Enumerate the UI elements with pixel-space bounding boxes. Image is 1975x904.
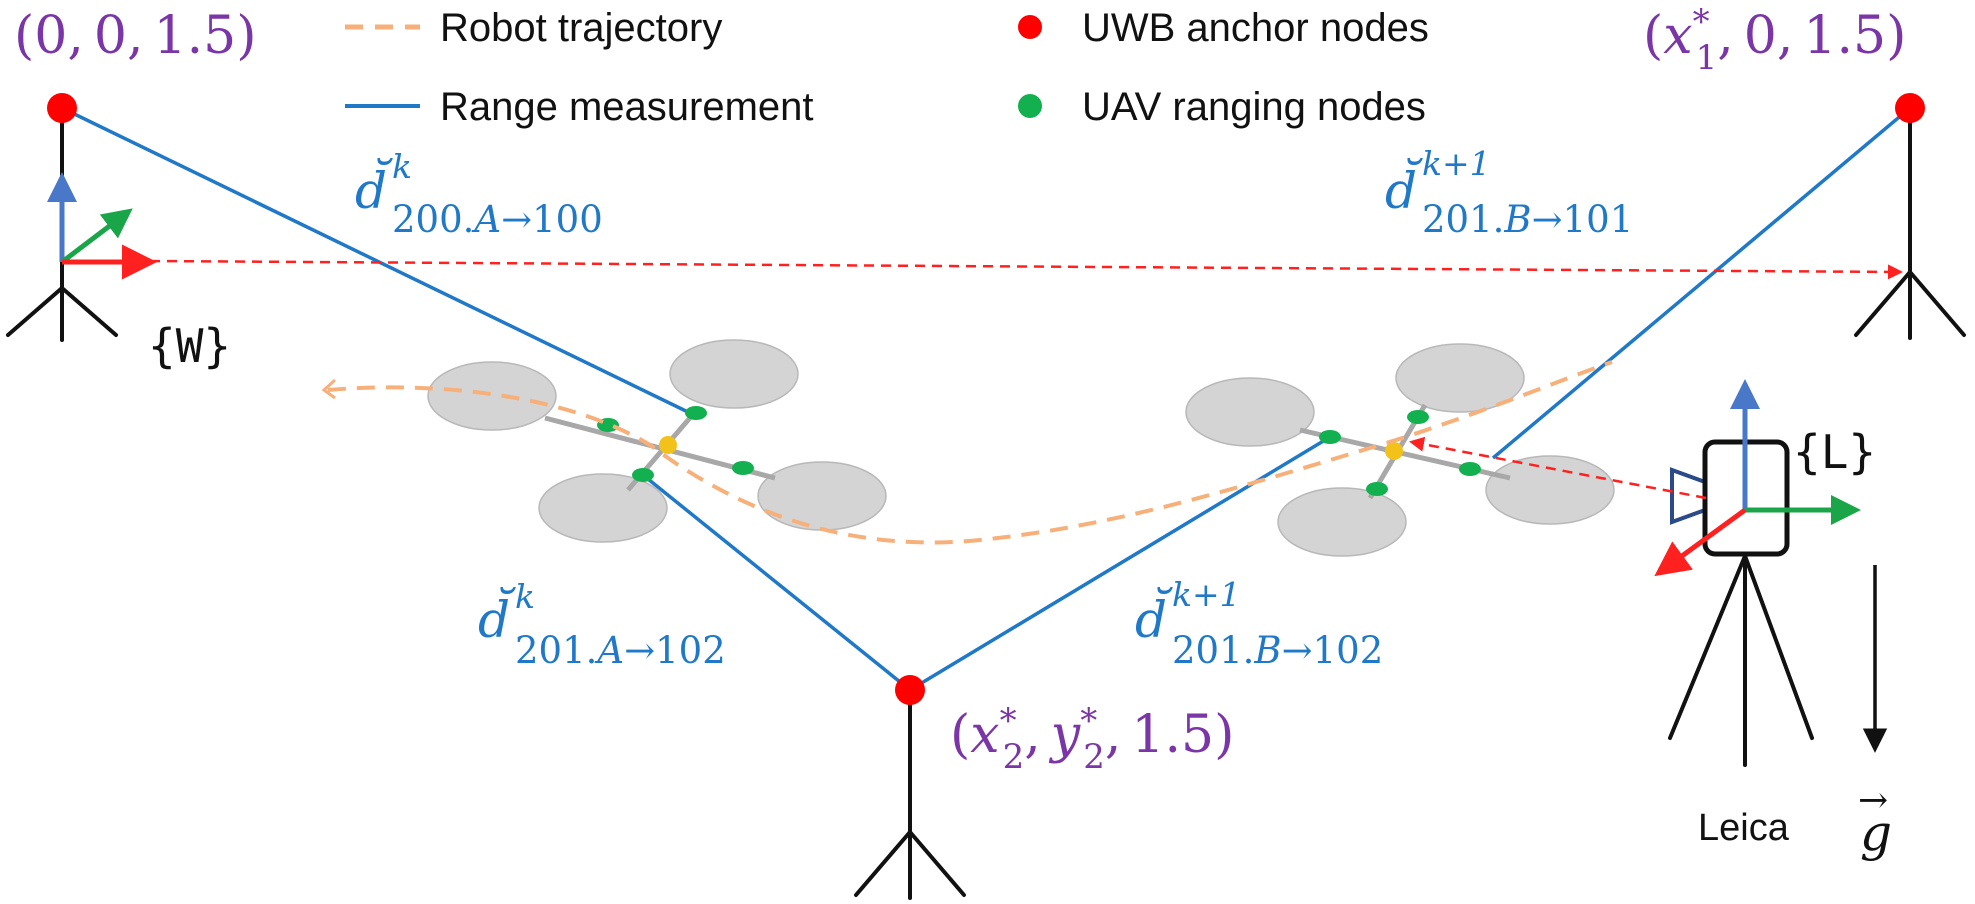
distance-label-d4: d̆ k+1 201.B→102	[1135, 575, 1383, 672]
uav-a-rotor-2	[669, 339, 799, 409]
uav-b-ranging-node-2	[1407, 410, 1429, 424]
anchor-node-2	[895, 675, 925, 705]
uav-a-rotor-1	[427, 361, 557, 431]
svg-text:d̆: d̆	[1385, 157, 1423, 220]
anchor-node-0	[47, 93, 77, 123]
robot-trajectory	[327, 360, 1613, 545]
leica-axis-x	[1654, 507, 1747, 577]
legend: Robot trajectory Range measurement UWB a…	[345, 6, 1429, 129]
uav-b-rotor-4	[1485, 455, 1615, 525]
svg-text:201.A→102: 201.A→102	[515, 629, 726, 672]
leica-label: Leica	[1698, 807, 1790, 849]
trajectory-start-tick	[321, 378, 337, 400]
uav-b	[1185, 343, 1615, 557]
range-line-a1-uav-b	[1491, 106, 1912, 460]
legend-ranging-dot	[1018, 94, 1042, 118]
leica-total-station	[1409, 379, 1861, 767]
svg-text:200.A→100: 200.A→100	[392, 198, 603, 241]
world-frame-label: {W}	[148, 319, 231, 373]
range-line-a0-uav-a	[61, 106, 691, 415]
uav-a-ranging-node-2	[685, 406, 707, 420]
uav-b-ranging-node-3	[1366, 482, 1388, 496]
range-line-a2-uav-a	[641, 473, 912, 692]
uav-b-rotor-3	[1277, 487, 1407, 557]
anchor-stand-2	[854, 688, 966, 900]
range-lines	[61, 106, 1912, 692]
legend-trajectory-label: Robot trajectory	[440, 6, 722, 50]
uav-b-rotor-2	[1395, 343, 1525, 413]
legend-range-label: Range measurement	[440, 85, 814, 129]
anchor-node-1	[1895, 93, 1925, 123]
uav-b-ranging-node-1	[1319, 430, 1341, 444]
anchor-0-coordinates: (0,0,1.5)	[14, 6, 257, 66]
world-axis-y	[60, 208, 133, 264]
uav-a-ranging-node-3	[632, 468, 654, 482]
uav-a-hub	[659, 436, 677, 454]
svg-text:d̆: d̆	[1135, 586, 1173, 649]
legend-anchor-label: UWB anchor nodes	[1082, 6, 1429, 50]
svg-text:k+1: k+1	[1172, 575, 1241, 614]
world-frame-axes	[47, 172, 157, 280]
svg-text:d̆: d̆	[355, 157, 393, 220]
legend-ranging-label: UAV ranging nodes	[1082, 85, 1426, 129]
uav-a-rotor-3	[538, 473, 668, 543]
svg-text:k: k	[515, 577, 535, 616]
svg-text:d̆: d̆	[478, 586, 516, 649]
uav-a-ranging-node-4	[732, 461, 754, 475]
world-anchor-dashed-line	[149, 259, 1903, 280]
svg-text:→: →	[1858, 780, 1888, 821]
svg-text:g: g	[1860, 804, 1892, 862]
svg-text:201.B→101: 201.B→101	[1422, 198, 1633, 241]
anchor-2-coordinates: (x*2,y*2,1.5)	[950, 701, 1234, 777]
uav-a-rotor-4	[757, 461, 887, 531]
uav-b-hub	[1385, 442, 1403, 460]
legend-anchor-dot	[1018, 15, 1042, 39]
uav-a	[427, 339, 887, 543]
gravity-label: → g	[1858, 780, 1892, 862]
leica-lens	[1670, 467, 1706, 525]
uav-b-ranging-node-4	[1459, 462, 1481, 476]
leica-frame-label: {L}	[1793, 425, 1876, 479]
anchor-stand-1	[1854, 106, 1966, 340]
distance-label-d1: d̆ k 200.A→100	[355, 147, 603, 241]
distance-label-d3: d̆ k 201.A→102	[478, 577, 726, 672]
svg-text:k+1: k+1	[1422, 144, 1491, 183]
svg-text:k: k	[392, 147, 412, 186]
uav-b-rotor-1	[1185, 377, 1315, 447]
distance-label-d2: d̆ k+1 201.B→101	[1385, 144, 1633, 241]
anchor-1-coordinates: (x*1,0,1.5)	[1643, 2, 1906, 78]
svg-text:201.B→102: 201.B→102	[1172, 629, 1383, 672]
